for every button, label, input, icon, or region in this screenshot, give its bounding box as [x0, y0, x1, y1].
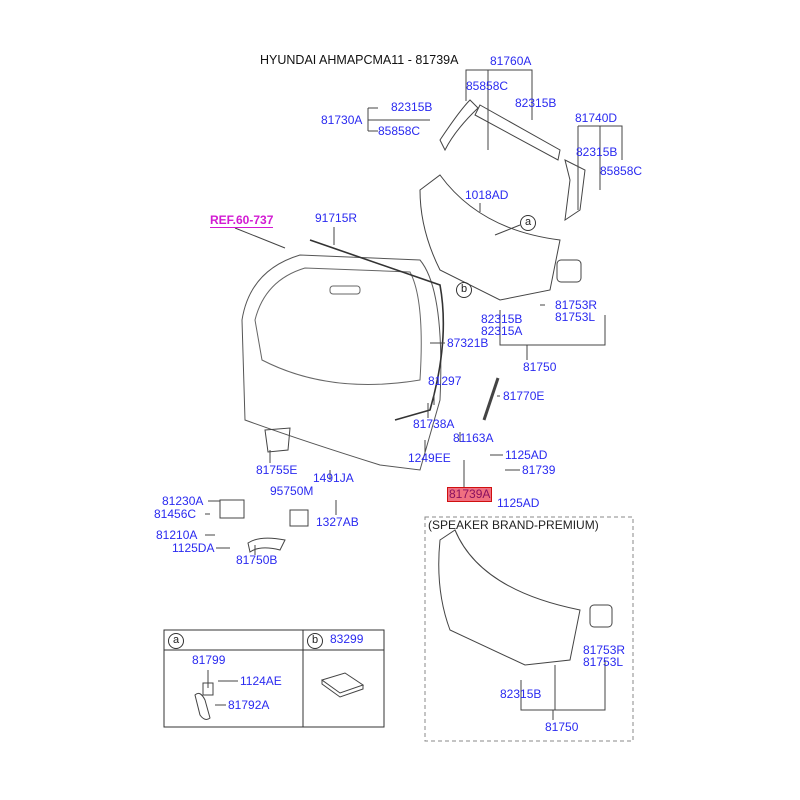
part-label[interactable]: 1125AD — [497, 496, 540, 510]
part-label[interactable]: 81750B — [236, 553, 278, 567]
speaker-variant-box — [424, 516, 634, 742]
part-label[interactable]: 81753R — [555, 298, 598, 312]
part-label[interactable]: 81750 — [523, 360, 557, 374]
legend-table — [163, 629, 385, 728]
trim-81740D — [564, 159, 586, 222]
part-label[interactable]: 81163A — [453, 431, 494, 445]
part-label[interactable]: 1249EE — [408, 451, 451, 465]
speaker-group-label: (SPEAKER BRAND-PREMIUM) — [428, 518, 599, 532]
part-label[interactable]: 85858C — [600, 164, 643, 178]
part-label[interactable]: 81297 — [428, 374, 462, 388]
part-label[interactable]: 81740D — [575, 111, 618, 125]
callout-a: a — [520, 215, 536, 231]
trim-panel-speaker — [438, 529, 581, 666]
part-label[interactable]: 82315B — [515, 96, 557, 110]
legend-callout-b: b — [307, 633, 323, 649]
part-label[interactable]: 81750 — [545, 720, 579, 734]
tailgate-panel — [241, 254, 442, 471]
part-label[interactable]: 82315B — [391, 100, 433, 114]
tailgate-glass — [254, 267, 422, 385]
part-label[interactable]: 81755E — [256, 463, 298, 477]
part-label[interactable]: 81456C — [154, 507, 197, 521]
part-label[interactable]: 81799 — [192, 653, 226, 667]
part-label[interactable]: 91715R — [315, 211, 358, 225]
callout-b: b — [456, 282, 472, 298]
part-label[interactable]: 82315B — [481, 312, 523, 326]
part-label[interactable]: 81753L — [555, 310, 596, 324]
legend-callout-a: a — [168, 633, 184, 649]
part-label[interactable]: 81792A — [228, 698, 270, 712]
part-label[interactable]: 1124AE — [240, 674, 282, 688]
part-label[interactable]: 81210A — [156, 528, 198, 542]
trim-81760A — [474, 104, 561, 161]
trim-81730A — [439, 99, 479, 152]
weatherstrip-91715R — [309, 239, 445, 421]
part-label[interactable]: 85858C — [378, 124, 421, 138]
part-label[interactable]: 81230A — [162, 494, 204, 508]
part-label[interactable]: 87321B — [447, 336, 489, 350]
part-label[interactable]: 1125DA — [172, 541, 215, 555]
part-label[interactable]: 81739 — [522, 463, 556, 477]
part-label[interactable]: 81753R — [583, 643, 626, 657]
part-label[interactable]: 82315A — [481, 324, 523, 338]
part-label[interactable]: 81738A — [413, 417, 455, 431]
part-label[interactable]: 81753L — [583, 655, 624, 669]
part-label[interactable]: 1018AD — [465, 188, 509, 202]
highlighted-part-label[interactable]: 81739A — [447, 487, 493, 502]
part-label[interactable]: 83299 — [330, 632, 364, 646]
part-label[interactable]: 81730A — [321, 113, 363, 127]
part-label[interactable]: 95750M — [270, 484, 314, 498]
part-label[interactable]: 82315B — [576, 145, 618, 159]
part-label[interactable]: 1491JA — [313, 471, 354, 485]
trim-panel-81750 — [419, 174, 561, 301]
part-label[interactable]: 85858C — [466, 79, 509, 93]
part-label[interactable]: 1125AD — [505, 448, 548, 462]
part-label[interactable]: 81760A — [490, 54, 532, 68]
part-label[interactable]: 81770E — [503, 389, 545, 403]
ref-link[interactable]: REF.60-737 — [210, 213, 274, 228]
diagram-title: HYUNDAI AHMAPCMA11 - 81739A — [260, 53, 459, 67]
part-label[interactable]: 82315B — [500, 687, 542, 701]
part-label[interactable]: 1327AB — [316, 515, 359, 529]
